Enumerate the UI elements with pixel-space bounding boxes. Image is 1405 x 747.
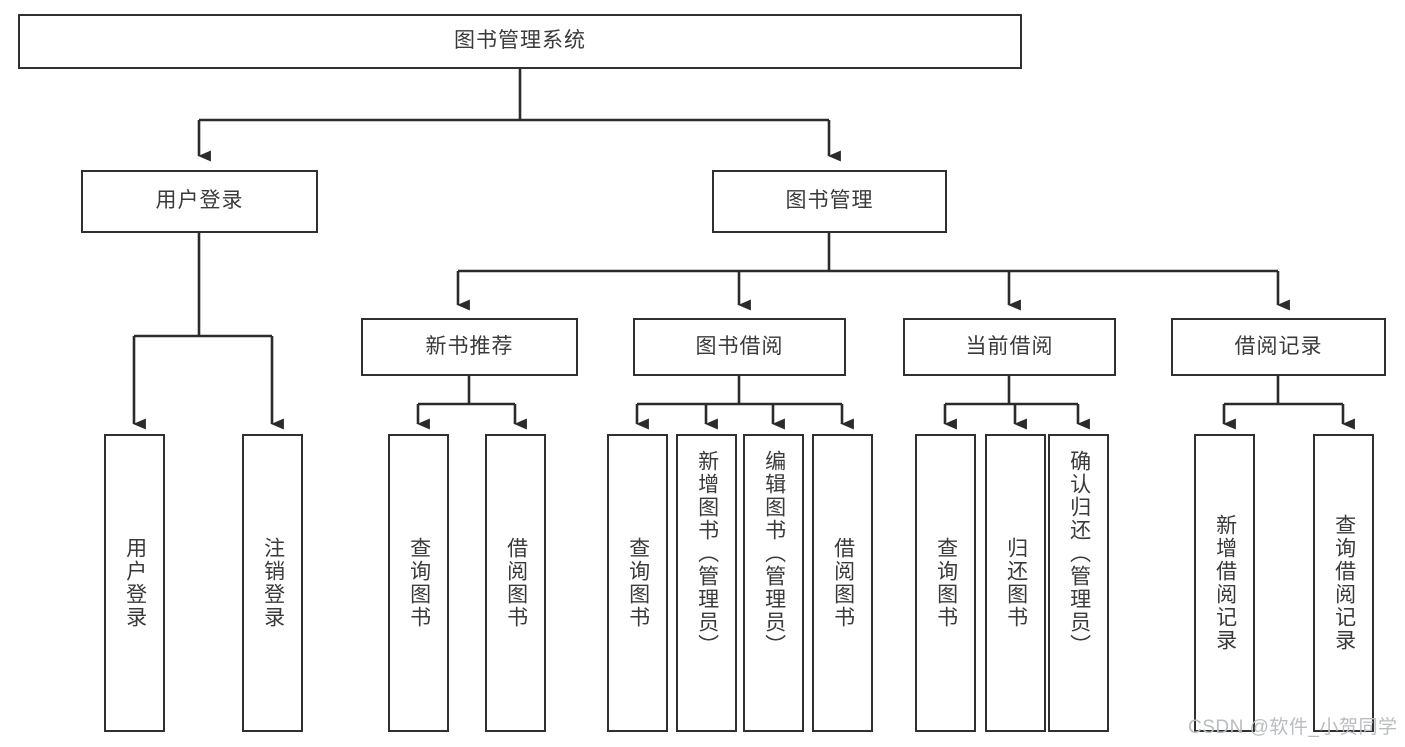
node-book-manage[interactable]: 图书管理 <box>712 170 947 233</box>
node-user-login[interactable]: 用户登录 <box>81 170 318 233</box>
leaf-edit-book-label: 编辑图书（管理员） <box>762 450 786 657</box>
leaf-borrow-book-1-label: 借阅图书 <box>504 537 528 629</box>
watermark-text: CSDN @软件_小贺同学 <box>1188 717 1398 738</box>
leaf-add-record[interactable]: 新增借阅记录 <box>1194 434 1255 732</box>
node-borrow-record[interactable]: 借阅记录 <box>1171 318 1386 376</box>
leaf-confirm-return[interactable]: 确认归还（管理员） <box>1048 434 1109 732</box>
leaf-query-book-1[interactable]: 查询图书 <box>388 434 449 732</box>
leaf-borrow-book-2-label: 借阅图书 <box>831 537 855 629</box>
leaf-borrow-book-2[interactable]: 借阅图书 <box>812 434 873 732</box>
leaf-user-login-label: 用户登录 <box>123 537 147 629</box>
leaf-query-book-3-label: 查询图书 <box>934 537 958 629</box>
node-new-book-recommend[interactable]: 新书推荐 <box>361 318 578 376</box>
leaf-add-record-label: 新增借阅记录 <box>1213 514 1237 652</box>
leaf-query-book-2-label: 查询图书 <box>626 537 650 629</box>
leaf-confirm-return-label: 确认归还（管理员） <box>1067 450 1091 657</box>
leaf-add-book[interactable]: 新增图书（管理员） <box>676 434 737 732</box>
leaf-add-book-label: 新增图书（管理员） <box>695 450 719 657</box>
node-book-borrow-label: 图书借阅 <box>695 334 784 358</box>
leaf-borrow-book-1[interactable]: 借阅图书 <box>485 434 546 732</box>
leaf-logout-login-label: 注销登录 <box>261 537 285 629</box>
node-borrow-record-label: 借阅记录 <box>1234 334 1323 358</box>
node-book-borrow[interactable]: 图书借阅 <box>633 318 846 376</box>
node-root[interactable]: 图书管理系统 <box>18 14 1022 69</box>
leaf-edit-book[interactable]: 编辑图书（管理员） <box>743 434 804 732</box>
node-user-login-label: 用户登录 <box>155 189 244 213</box>
leaf-query-book-2[interactable]: 查询图书 <box>607 434 668 732</box>
leaf-query-record-label: 查询借阅记录 <box>1332 514 1356 652</box>
node-root-label: 图书管理系统 <box>454 29 586 53</box>
leaf-return-book[interactable]: 归还图书 <box>985 434 1046 732</box>
leaf-user-login[interactable]: 用户登录 <box>104 434 165 732</box>
node-new-book-recommend-label: 新书推荐 <box>425 334 514 358</box>
node-current-borrow-label: 当前借阅 <box>965 334 1054 358</box>
leaf-logout-login[interactable]: 注销登录 <box>242 434 303 732</box>
leaf-query-record[interactable]: 查询借阅记录 <box>1313 434 1374 732</box>
leaf-return-book-label: 归还图书 <box>1004 537 1028 629</box>
node-book-manage-label: 图书管理 <box>785 189 874 213</box>
node-current-borrow[interactable]: 当前借阅 <box>903 318 1116 376</box>
leaf-query-book-1-label: 查询图书 <box>407 537 431 629</box>
leaf-query-book-3[interactable]: 查询图书 <box>915 434 976 732</box>
